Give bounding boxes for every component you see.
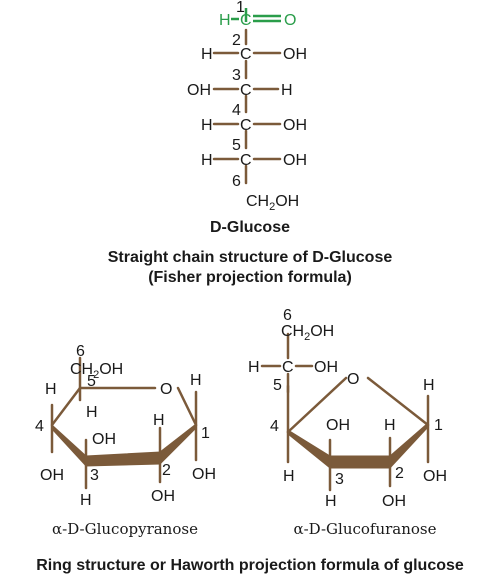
fischer-name: D-Glucose (210, 219, 290, 236)
pyranose-h1-top: H (190, 372, 202, 389)
pyranose-bond-c2-c1 (159, 422, 197, 466)
fischer-c5-right: OH (283, 152, 307, 169)
fischer-c3-left: OH (187, 82, 211, 99)
fischer-carbon-number-4: 4 (232, 102, 241, 119)
furanose-h1-top: H (423, 377, 435, 394)
footer-caption: Ring structure or Haworth projection for… (36, 557, 464, 574)
furanose-bond-c3-c2 (329, 455, 391, 469)
pyranose-ring-o: O (160, 381, 172, 398)
fischer-c1-h: H (219, 12, 231, 29)
fischer-c5-atom: C (240, 152, 252, 169)
furanose-c5: C (282, 359, 294, 376)
furanose-h4: H (283, 468, 295, 485)
pyranose-bond-c5-c4 (50, 386, 82, 427)
fischer-c1-atom: C (240, 12, 252, 29)
fischer-c4-left: H (201, 117, 213, 134)
pyranose-label-4: 4 (35, 418, 44, 435)
fischer-c1-o: O (284, 12, 296, 29)
fischer-projection: H C O 1 2 H C OH 3 OH C H 4 H C OH 5 H C… (108, 0, 393, 286)
furanose-label-1: 1 (434, 417, 443, 434)
fischer-carbon-number-6: 6 (232, 173, 241, 190)
furanose-oh1: OH (423, 468, 447, 485)
furanose-bond-o-c1 (366, 376, 430, 427)
fischer-c2-right: OH (283, 46, 307, 63)
furanose-label-6: 6 (283, 307, 292, 324)
pyranose-oh2: OH (151, 488, 175, 505)
pyranose-label-6: 6 (76, 343, 85, 360)
furanose-oh2: OH (382, 493, 406, 510)
furanose-bond-c4-o (286, 376, 348, 434)
pyranose-label-2: 2 (162, 462, 171, 479)
pyranose-ch2oh: CH2OH (70, 361, 123, 381)
pyranose-haworth: 6 CH2OH 5 O H H H 4 OH H 1 OH 3 2 OH H O… (35, 343, 216, 538)
fischer-c4-right: OH (283, 117, 307, 134)
furanose-h2-top: H (384, 417, 396, 434)
fischer-c2-atom: C (240, 46, 252, 63)
fischer-c3-atom: C (240, 82, 252, 99)
furanose-bond-c4-c3 (287, 429, 331, 470)
pyranose-bond-o-c1 (176, 386, 198, 427)
furanose-ring-o: O (347, 371, 359, 388)
pyranose-oh3-top: OH (92, 431, 116, 448)
furanose-h5: H (248, 359, 260, 376)
pyranose-oh1: OH (192, 466, 216, 483)
pyranose-h5: H (86, 404, 98, 421)
fischer-c3-right: H (281, 82, 293, 99)
pyranose-bond-c3-c2 (85, 451, 161, 467)
pyranose-h2-top: H (153, 412, 165, 429)
furanose-oh3-top: OH (326, 417, 350, 434)
furanose-haworth: 6 CH2OH H C OH 5 O H 4 OH H 1 H 3 2 OH H… (248, 307, 447, 538)
pyranose-label-1: 1 (201, 425, 210, 442)
pyranose-label-3: 3 (90, 467, 99, 484)
furanose-h3: H (325, 493, 337, 510)
fischer-c6-group: CH2OH (246, 193, 299, 213)
furanose-name: α-D-Glucofuranose (293, 520, 436, 538)
fischer-c5-left: H (201, 152, 213, 169)
furanose-label-5: 5 (273, 377, 282, 394)
pyranose-h4: H (45, 381, 57, 398)
fischer-carbon-number-2: 2 (232, 32, 241, 49)
furanose-oh5: OH (314, 359, 338, 376)
pyranose-h3: H (80, 492, 92, 509)
pyranose-oh4: OH (40, 467, 64, 484)
pyranose-bond-c4-c3 (51, 423, 87, 468)
fischer-carbon-number-3: 3 (232, 67, 241, 84)
furanose-label-2: 2 (395, 465, 404, 482)
fischer-caption-line1: Straight chain structure of D-Glucose (108, 249, 393, 266)
pyranose-label-5: 5 (87, 373, 96, 390)
furanose-label-4: 4 (270, 418, 279, 435)
furanose-bond-c2-c1 (389, 421, 429, 470)
furanose-label-3: 3 (335, 471, 344, 488)
fischer-c2-left: H (201, 46, 213, 63)
fischer-c4-atom: C (240, 117, 252, 134)
furanose-ch2oh: CH2OH (281, 323, 334, 343)
fischer-carbon-number-5: 5 (232, 137, 241, 154)
pyranose-name: α-D-Glucopyranose (52, 520, 198, 538)
fischer-caption-line2: (Fisher projection formula) (148, 269, 352, 286)
fischer-carbon-number-1: 1 (236, 0, 245, 16)
